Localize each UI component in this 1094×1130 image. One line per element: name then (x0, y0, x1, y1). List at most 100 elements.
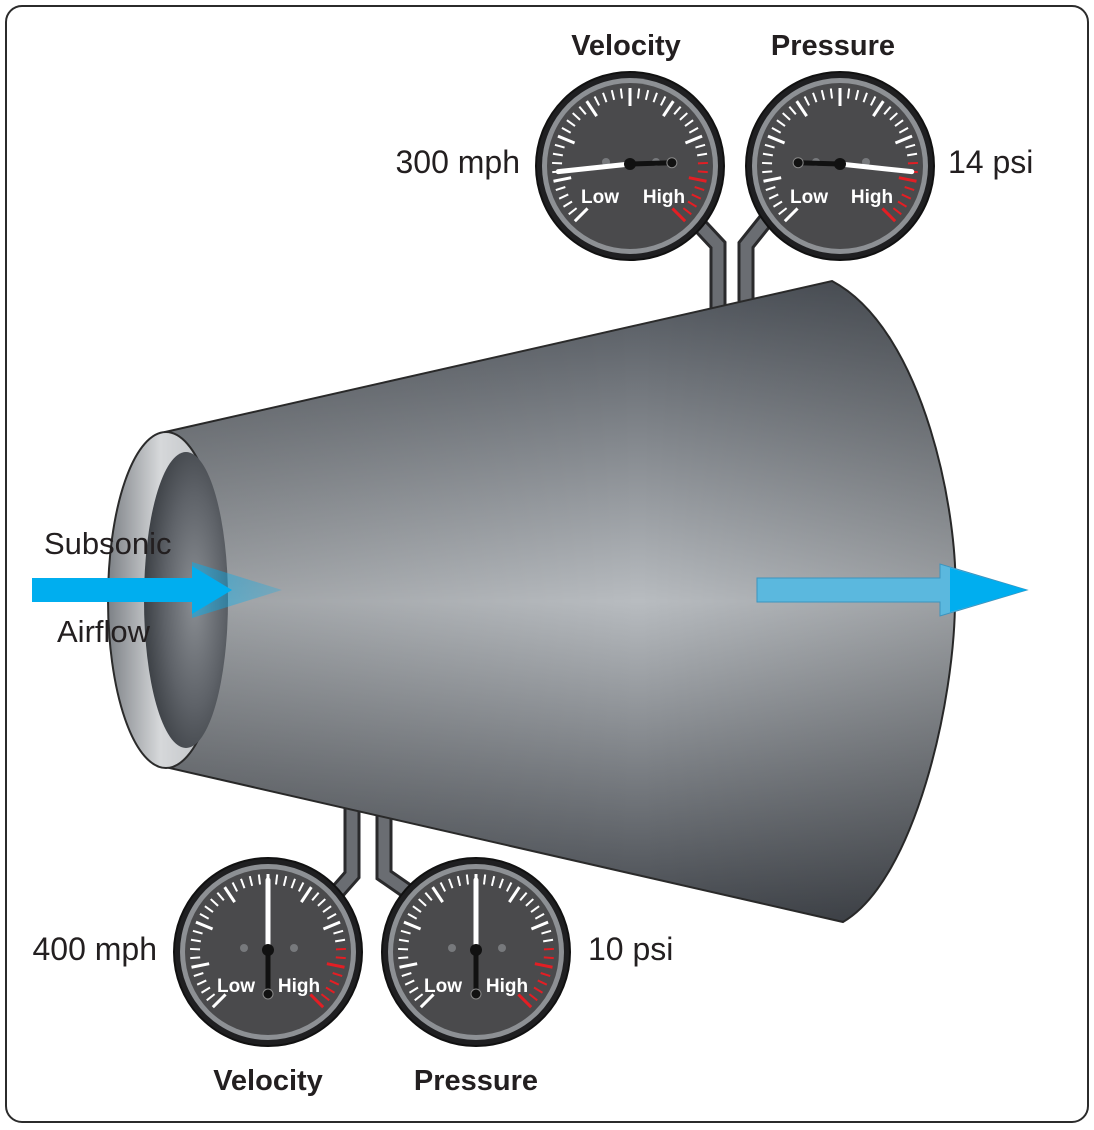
gauge-tick (300, 886, 313, 903)
gauge-tick (679, 112, 688, 121)
gauge-tick (869, 96, 877, 106)
gauge-tick (593, 96, 601, 106)
gauge-tick (274, 874, 279, 885)
gauge-tick (764, 143, 775, 149)
gauge-tick (771, 127, 782, 134)
gauge-reading: 10 psi (588, 931, 673, 967)
gauge-redline-tick (534, 962, 553, 969)
gauge-tick (412, 905, 422, 913)
divergent-duct (107, 279, 957, 924)
gauge-redline-tick (694, 186, 705, 192)
gauge-tick (190, 956, 201, 960)
gauge-tick (883, 106, 892, 115)
outlet-arrow (756, 563, 1029, 617)
gauge-tick (193, 972, 204, 978)
gauge-tick (602, 92, 608, 103)
gauge-tick (688, 127, 699, 134)
gauge-reading: 300 mph (395, 144, 520, 180)
gauge-needle-hub (262, 944, 274, 956)
gauge-tick (398, 956, 409, 960)
gauge-tick (322, 920, 341, 931)
gauge-needle-pivot (262, 988, 274, 1000)
gauge-tick (776, 119, 786, 127)
gauge-tick (282, 875, 288, 887)
gauge-tick (782, 112, 791, 121)
gauge-bottom-velocity: Velocity 400 mph Low High (32, 857, 363, 1097)
gauge-low-label: Low (790, 187, 828, 208)
gauge-tick (541, 929, 552, 935)
gauge-tick (778, 207, 788, 216)
airflow-label-line2: Airflow (57, 614, 151, 649)
gauge-tick (652, 92, 658, 103)
gauge-title: Velocity (213, 1065, 323, 1097)
gauge-redline-tick (309, 993, 325, 1009)
gauge-tick (424, 892, 433, 901)
gauge-tick (795, 100, 808, 117)
gauge-tick (534, 913, 545, 920)
gauge-low-label: Low (424, 976, 462, 997)
gauge-needle-pivot (470, 988, 482, 1000)
gauge-tick (543, 938, 554, 943)
gauge-tick (610, 89, 616, 101)
gauge-tick (530, 905, 540, 913)
gauge-redline-tick (892, 207, 902, 216)
gauge-tick (659, 96, 667, 106)
gauge-redline-tick (540, 972, 551, 978)
gauge-tick (498, 878, 504, 889)
gauge-tick (326, 913, 337, 920)
gauge-title: Pressure (771, 30, 895, 62)
gauge-tick (231, 882, 239, 892)
gauge-tick (820, 89, 826, 101)
gauge-tick (767, 134, 786, 145)
gauge-tick (894, 119, 904, 127)
gauge-tick (907, 152, 918, 157)
gauge-tick (673, 106, 682, 115)
gauge-redline-tick (326, 962, 345, 969)
gauge-tick (662, 100, 675, 117)
gauge-screw (290, 944, 298, 952)
gauge-tick (248, 875, 254, 887)
gauge-redline-tick (537, 979, 548, 986)
gauge-tick (311, 892, 320, 901)
gauge-tick (191, 962, 210, 969)
gauge-tick (482, 874, 487, 885)
gauge-tick (418, 898, 427, 907)
gauge-redline-tick (898, 176, 917, 183)
gauge-tick (400, 929, 411, 935)
gauge-tick (562, 200, 573, 208)
gauge-screw (498, 944, 506, 952)
gauge-tick (783, 207, 799, 223)
gauge-tick (829, 88, 834, 99)
gauge-tick (335, 938, 346, 943)
gauge-tick (456, 875, 462, 887)
gauge-tick (636, 88, 641, 99)
gauge-tick (561, 127, 572, 134)
gauge-tick (200, 986, 211, 994)
gauge-tick (695, 143, 706, 149)
gauge-top-pressure: Pressure 14 psi Low High (745, 30, 1033, 261)
gauge-bottom-pressure: Pressure 10 psi Low High (381, 857, 673, 1097)
gauge-tick (552, 152, 563, 157)
inlet-arrow (32, 562, 282, 618)
gauge-tick (206, 993, 216, 1002)
gauge-redline-tick (543, 956, 554, 960)
gauge-needle-pivot (792, 157, 804, 169)
gauge-redline-tick (897, 200, 908, 208)
gauge-needle (555, 161, 633, 175)
gauge-screw (448, 944, 456, 952)
gauge-needle (837, 161, 915, 175)
gauge-tick (762, 152, 773, 157)
gauge-title: Pressure (414, 1065, 538, 1097)
gauge-redline-tick (528, 993, 538, 1002)
gauge-top-velocity: Velocity 300 mph Low High (395, 30, 725, 261)
gauge-redline-tick (533, 986, 544, 994)
gauge-tick (333, 929, 344, 935)
gauge-tick (190, 938, 201, 943)
gauge-tick (490, 875, 496, 887)
gauge-high-label: High (278, 976, 320, 997)
gauge-redline-tick (691, 193, 702, 200)
gauge-tick (788, 106, 797, 115)
gauge-tick (398, 938, 409, 943)
gauge-high-label: High (643, 187, 685, 208)
